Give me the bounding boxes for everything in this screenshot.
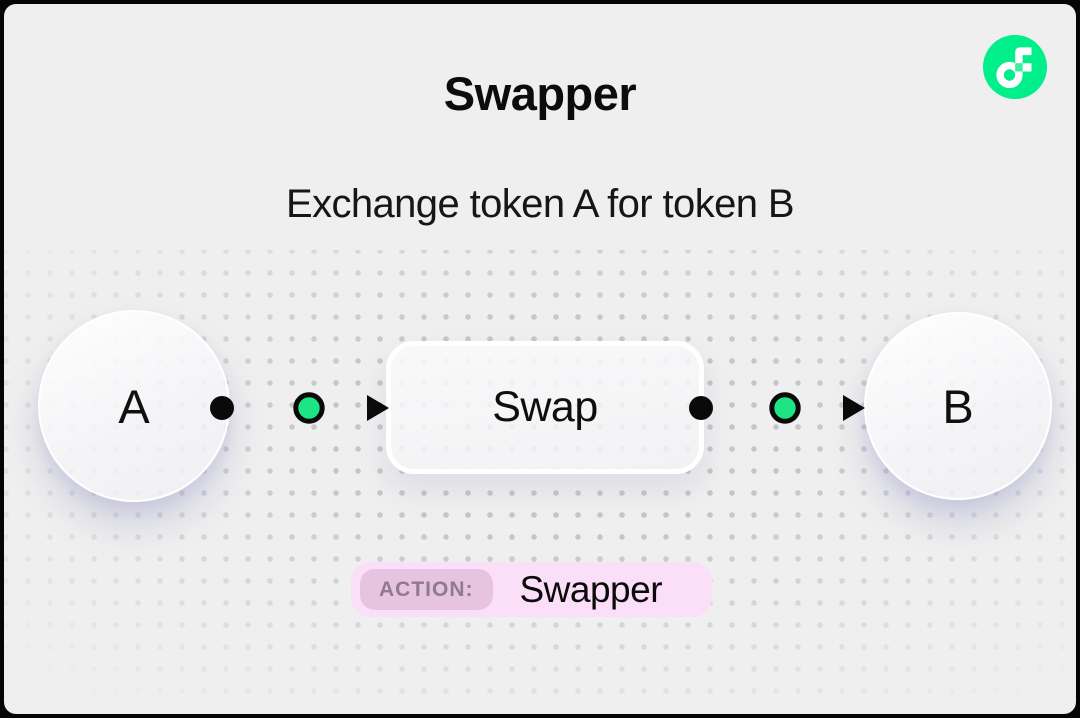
token-node-b: B [864,312,1052,500]
action-badge-value: Swapper [519,568,663,610]
connector-token-dot [769,392,801,424]
swap-process-box: Swap [386,341,704,474]
connector-arrowhead [367,395,389,421]
page-subtitle: Exchange token A for token B [285,182,795,226]
swap-process-label: Swap [492,383,598,431]
action-badge-label: ACTION: [360,569,493,610]
connector-arrow-left [210,392,389,424]
connector-token-dot [293,392,325,424]
token-node-b-label: B [942,379,974,433]
connector-start-dot [210,396,234,420]
page-title: Swapper [443,67,637,120]
token-node-a-label: A [118,379,150,433]
action-badge: ACTION: Swapper [351,562,712,617]
connector-arrow-right [689,392,865,424]
connector-start-dot [689,396,713,420]
flow-logo-icon [983,35,1047,99]
connector-arrowhead [843,395,865,421]
token-node-a: A [38,310,230,502]
diagram-canvas: Swapper Exchange token A for token B A [4,4,1076,714]
